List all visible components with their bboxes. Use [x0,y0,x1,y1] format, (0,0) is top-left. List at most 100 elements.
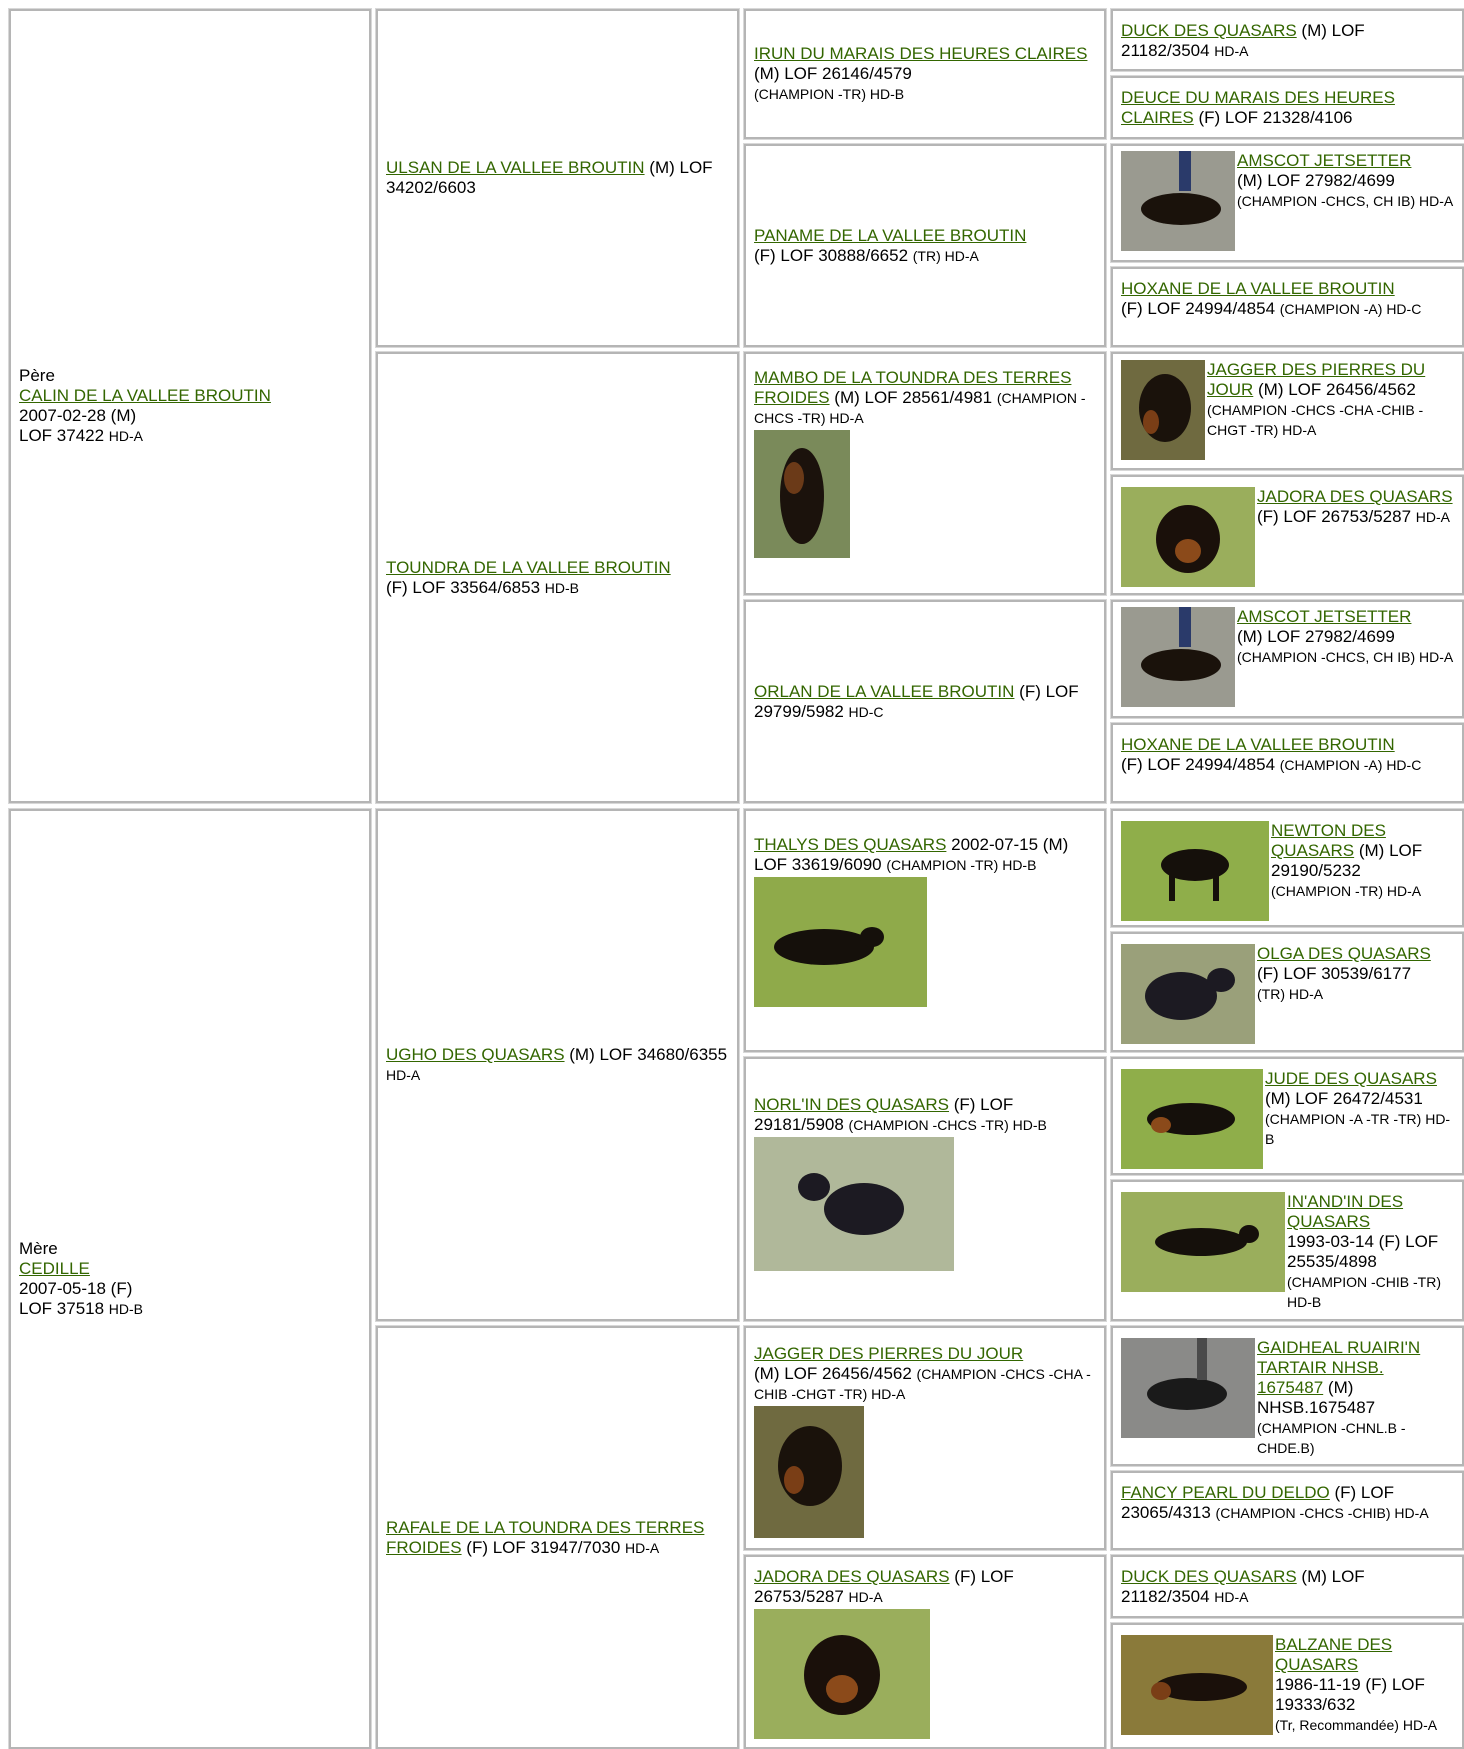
gen4-cell: HOXANE DE LA VALLEE BROUTIN(F) LOF 24994… [1110,266,1464,348]
dog-name-link[interactable]: TOUNDRA DE LA VALLEE BROUTIN [386,557,671,577]
gen4-entry: AMSCOT JETSETTER(M) LOF 27982/4699(CHAMP… [1237,151,1454,209]
gen4-entry: HOXANE DE LA VALLEE BROUTIN(F) LOF 24994… [1121,279,1422,318]
gen2-cell: RAFALE DE LA TOUNDRA DES TERRES FROIDES … [375,1325,740,1749]
gen4-cell: AMSCOT JETSETTER(M) LOF 27982/4699(CHAMP… [1110,599,1464,719]
dog-name-link[interactable]: JADORA DES QUASARS [1257,487,1453,506]
sire-name-link[interactable]: CALIN DE LA VALLEE BROUTIN [19,386,271,405]
gen4-entry: NEWTON DES QUASARS (M) LOF 29190/5232(CH… [1271,821,1423,899]
gen4-entry: AMSCOT JETSETTER(M) LOF 27982/4699(CHAMP… [1237,607,1454,665]
sire-lof: LOF 37422 HD-A [19,426,144,445]
gen4-cell: JADORA DES QUASARS (F) LOF 26753/5287 HD… [1110,474,1464,596]
dog-photo[interactable] [754,430,850,558]
gen3-cell: THALYS DES QUASARS 2002-07-15 (M) LOF 33… [743,808,1107,1053]
gen3-cell: ORLAN DE LA VALLEE BROUTIN (F) LOF 29799… [743,599,1107,804]
gen4-cell: DEUCE DU MARAIS DES HEURES CLAIRES (F) L… [1110,75,1464,140]
dog-photo[interactable] [1121,487,1255,587]
dog-photo[interactable] [754,1609,930,1739]
dog-name-link[interactable]: JAGGER DES PIERRES DU JOUR [754,1344,1024,1363]
gen4-entry: OLGA DES QUASARS(F) LOF 30539/6177(TR) H… [1257,944,1431,1002]
dog-photo[interactable] [1121,944,1255,1044]
gen4-entry: JADORA DES QUASARS (F) LOF 26753/5287 HD… [1257,487,1453,526]
gen3-cell: MAMBO DE LA TOUNDRA DES TERRES FROIDES (… [743,351,1107,596]
dog-name-link[interactable]: IN'AND'IN DES QUASARS [1287,1192,1404,1231]
gen4-entry: DEUCE DU MARAIS DES HEURES CLAIRES (F) L… [1121,88,1395,127]
dog-name-link[interactable]: DUCK DES QUASARS [1121,1567,1297,1586]
gen4-cell: AMSCOT JETSETTER(M) LOF 27982/4699(CHAMP… [1110,143,1464,263]
gen2-entry: TOUNDRA DE LA VALLEE BROUTIN(F) LOF 3356… [386,557,671,597]
dog-photo[interactable] [1121,1069,1263,1169]
gen3-entry: PANAME DE LA VALLEE BROUTIN(F) LOF 30888… [754,225,1027,265]
dog-photo[interactable] [1121,151,1235,251]
dog-name-link[interactable]: JADORA DES QUASARS [754,1567,950,1586]
dog-photo[interactable] [1121,1635,1273,1735]
gen2-cell: TOUNDRA DE LA VALLEE BROUTIN(F) LOF 3356… [375,351,740,804]
gen2-cell: ULSAN DE LA VALLEE BROUTIN (M) LOF 34202… [375,8,740,348]
gen4-cell: JUDE DES QUASARS (M) LOF 26472/4531(CHAM… [1110,1056,1464,1176]
dog-name-link[interactable]: JUDE DES QUASARS [1265,1069,1437,1088]
dog-name-link[interactable]: AMSCOT JETSETTER [1237,151,1412,170]
dog-name-link[interactable]: HOXANE DE LA VALLEE BROUTIN [1121,279,1395,298]
dog-photo[interactable] [1121,1338,1255,1438]
gen3-entry: THALYS DES QUASARS 2002-07-15 (M) LOF 33… [754,835,1069,874]
gen3-cell: NORL'IN DES QUASARS (F) LOF 29181/5908 (… [743,1056,1107,1322]
dog-name-link[interactable]: OLGA DES QUASARS [1257,944,1431,963]
gen4-cell: DUCK DES QUASARS (M) LOF 21182/3504 HD-A [1110,1554,1464,1619]
dog-photo[interactable] [1121,821,1269,921]
dog-name-link[interactable]: IRUN DU MARAIS DES HEURES CLAIRES [754,44,1088,63]
dog-name-link[interactable]: NEWTON DES QUASARS [1271,821,1386,860]
gen4-cell: JAGGER DES PIERRES DU JOUR (M) LOF 26456… [1110,351,1464,471]
gen3-cell: JAGGER DES PIERRES DU JOUR(M) LOF 26456/… [743,1325,1107,1551]
dog-name-link[interactable]: ORLAN DE LA VALLEE BROUTIN [754,681,1015,701]
dog-name-link[interactable]: ULSAN DE LA VALLEE BROUTIN [386,158,645,177]
dog-photo[interactable] [1121,360,1205,460]
dog-name-link[interactable]: UGHO DES QUASARS [386,1045,565,1064]
dog-name-link[interactable]: DUCK DES QUASARS [1121,21,1297,40]
dog-name-link[interactable]: BALZANE DES QUASARS [1275,1635,1393,1674]
dam-block: Mère CEDILLE 2007-05-18 (F) LOF 37518 HD… [19,1239,361,1319]
gen3-entry: JAGGER DES PIERRES DU JOUR(M) LOF 26456/… [754,1344,1091,1402]
dog-name-link[interactable]: HOXANE DE LA VALLEE BROUTIN [1121,735,1395,754]
gen4-cell: GAIDHEAL RUAIRI'N TARTAIR NHSB. 1675487 … [1110,1325,1464,1467]
dog-name-link[interactable]: THALYS DES QUASARS [754,835,947,854]
gen4-entry: FANCY PEARL DU DELDO (F) LOF 23065/4313 … [1121,1483,1429,1522]
dog-name-link[interactable]: FANCY PEARL DU DELDO [1121,1483,1330,1502]
dog-name-link[interactable]: JAGGER DES PIERRES DU JOUR [1207,360,1426,399]
gen3-entry: IRUN DU MARAIS DES HEURES CLAIRES (M) LO… [754,44,1088,102]
gen4-entry: JUDE DES QUASARS (M) LOF 26472/4531(CHAM… [1265,1069,1451,1147]
gen4-cell: FANCY PEARL DU DELDO (F) LOF 23065/4313 … [1110,1470,1464,1551]
dog-name-link[interactable]: MAMBO DE LA TOUNDRA DES TERRES FROIDES [754,368,1072,407]
gen4-cell: OLGA DES QUASARS(F) LOF 30539/6177(TR) H… [1110,931,1464,1053]
dam-lof: LOF 37518 HD-B [19,1299,144,1318]
dog-name-link[interactable]: AMSCOT JETSETTER [1237,607,1412,626]
dog-name-link[interactable]: NORL'IN DES QUASARS [754,1095,950,1114]
dam-cell: Mère CEDILLE 2007-05-18 (F) LOF 37518 HD… [8,808,372,1749]
dog-photo[interactable] [1121,1192,1285,1292]
sire-date-sex: 2007-02-28 (M) [19,406,137,425]
dog-photo[interactable] [1121,607,1235,707]
dog-photo[interactable] [754,1137,954,1271]
dog-name-link[interactable]: DEUCE DU MARAIS DES HEURES CLAIRES [1121,88,1395,127]
gen3-cell: PANAME DE LA VALLEE BROUTIN(F) LOF 30888… [743,143,1107,348]
dog-photo[interactable] [754,1406,864,1538]
dog-name-link[interactable]: PANAME DE LA VALLEE BROUTIN [754,225,1027,245]
gen2-entry: RAFALE DE LA TOUNDRA DES TERRES FROIDES … [386,1517,705,1557]
gen4-entry: GAIDHEAL RUAIRI'N TARTAIR NHSB. 1675487 … [1257,1338,1421,1456]
gen4-cell: NEWTON DES QUASARS (M) LOF 29190/5232(CH… [1110,808,1464,928]
gen4-cell: HOXANE DE LA VALLEE BROUTIN(F) LOF 24994… [1110,722,1464,804]
gen4-entry: JAGGER DES PIERRES DU JOUR (M) LOF 26456… [1207,360,1426,438]
sire-cell: Père CALIN DE LA VALLEE BROUTIN 2007-02-… [8,8,372,804]
dam-name-link[interactable]: CEDILLE [19,1259,90,1278]
dog-photo[interactable] [754,877,927,1007]
gen3-cell: JADORA DES QUASARS (F) LOF 26753/5287 HD… [743,1554,1107,1749]
gen3-entry: NORL'IN DES QUASARS (F) LOF 29181/5908 (… [754,1095,1047,1134]
sire-role: Père [19,366,55,385]
dog-name-link[interactable]: GAIDHEAL RUAIRI'N TARTAIR NHSB. 1675487 [1257,1338,1421,1397]
gen4-entry: HOXANE DE LA VALLEE BROUTIN(F) LOF 24994… [1121,735,1422,774]
sire-block: Père CALIN DE LA VALLEE BROUTIN 2007-02-… [19,366,361,446]
dog-name-link[interactable]: RAFALE DE LA TOUNDRA DES TERRES FROIDES [386,1517,705,1557]
gen4-cell: DUCK DES QUASARS (M) LOF 21182/3504 HD-A [1110,8,1464,72]
